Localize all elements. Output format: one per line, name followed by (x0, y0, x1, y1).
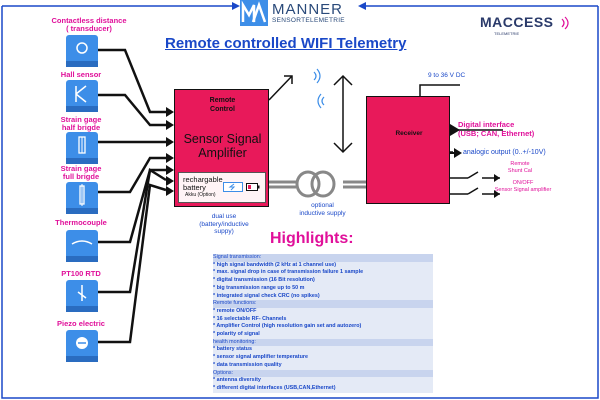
shunt-cal-line: Remote (510, 161, 530, 167)
receiver-box: Receiver (366, 96, 450, 204)
highlights-title: Highlights: (270, 230, 354, 247)
page-title: Remote controlled WIFI Telemetry (165, 35, 407, 52)
piezo-icon (66, 330, 98, 362)
onoff-label: ON/OFF Sensor Signal amplifier (478, 180, 568, 193)
amplifier-title-line: Amplifier (198, 146, 247, 160)
sensor-label-contactless: Contactless distance ( transducer) (44, 17, 134, 33)
analog-output-arrow-line (450, 148, 462, 158)
manner-brand: MANNER (272, 1, 344, 18)
inductive-caption-line: optional (311, 202, 334, 209)
sensor-label-line: ( transducer) (66, 24, 112, 33)
sensor-label-strain-full: Strain gage full brigde (56, 165, 106, 181)
analog-output-label: analogic output (0..+/-10V) (463, 149, 546, 156)
onoff-line: ON/OFF (512, 180, 534, 186)
receiver-supply: 9 to 36 V DC (428, 72, 466, 79)
highlight-row: * remote ON/OFF (213, 307, 433, 316)
sensor-label-line: Hall sensor (60, 70, 102, 79)
onoff-line: Sensor Signal amplifier (494, 186, 552, 193)
proximity-sensor-icon (66, 35, 98, 67)
amplifier-remote-control-label: Remote Control (175, 96, 270, 114)
manner-sub: SENSORTELEMETRIE (272, 17, 345, 24)
sensor-label-strain-half: Strain gage half brigde (56, 116, 106, 132)
highlight-row: * big transmission range up to 50 m (213, 284, 433, 293)
amplifier-top-line: Control (210, 106, 235, 113)
highlight-row: * max. signal drop in case of transmissi… (213, 269, 433, 278)
strain-gage-half-icon (66, 132, 98, 164)
thermocouple-icon (66, 230, 98, 262)
manner-logo-icon (240, 0, 268, 26)
highlight-row: Signal transmission: (213, 254, 433, 262)
sensor-label-line: Thermocouple (55, 218, 107, 227)
battery-box: rechargable battery Akku (Option) (178, 172, 266, 203)
highlight-row: * high signal bandwidth (2 kHz at 1 chan… (213, 261, 433, 270)
digital-interface-label: Digital interface (USB; CAN, Ethernet) (458, 120, 534, 138)
rtd-icon (66, 280, 98, 312)
sensor-label-line: Strain gage (60, 164, 102, 173)
sensor-label-pt100: PT100 RTD (56, 270, 106, 278)
highlight-row: * sensor signal amplifier temperature (213, 354, 433, 362)
hall-sensor-icon (66, 80, 98, 112)
radio-wave-icon (313, 68, 325, 109)
shunt-cal-line: Shunt Cal (507, 167, 533, 174)
maccess-logo: MACCESS TELEMETRIE (480, 14, 590, 44)
highlight-row: * polarity of signal (213, 331, 433, 339)
sensor-label-line: PT100 RTD (61, 269, 101, 278)
amplifier-caption: dual use (battery/inductive suppy) (194, 213, 254, 236)
digital-interface-line: Digital interface (458, 120, 515, 129)
highlights-list: Signal transmission: * high signal bandw… (213, 254, 433, 393)
caption-line: suppy) (214, 228, 234, 235)
maccess-sub: TELEMETRIE (494, 31, 520, 36)
highlight-row: Remote functions: (213, 300, 433, 308)
amplifier-title: Sensor Signal Amplifier (175, 132, 270, 160)
strain-gage-full-icon (66, 182, 98, 214)
amplifier-top-line: Remote (209, 97, 236, 104)
highlight-row: health monitoring: (213, 338, 433, 347)
sensor-label-piezo: Piezo electric (50, 320, 112, 328)
charging-icon (223, 182, 243, 192)
sensor-label-line: full brigde (62, 172, 100, 181)
caption-line: (battery/inductive (199, 220, 249, 228)
battery-label-line: rechargable (183, 175, 223, 184)
battery-icon (246, 183, 260, 191)
sensor-label-hall: Hall sensor (56, 71, 106, 79)
sensor-label-line: Strain gage (60, 115, 102, 124)
highlight-row: * 16 selectable RF- Channels (213, 315, 433, 324)
highlight-row: * different digital interfaces (USB,CAN,… (213, 384, 433, 393)
receiver-label: Receiver (395, 130, 423, 137)
digital-interface-line: (USB; CAN, Ethernet) (458, 129, 535, 138)
battery-option-label: Akku (Option) (185, 192, 216, 198)
wifi-signal-icon (561, 16, 569, 30)
highlight-row: * digital transmission (16 Bit resolutio… (213, 277, 433, 285)
battery-label-line: battery (183, 183, 206, 192)
highlight-row: * antenna diversity (213, 377, 433, 385)
highlight-row: * integrated signal check CRC (no spikes… (213, 292, 433, 301)
sensor-label-thermocouple: Thermocouple (50, 219, 112, 227)
sensor-label-line: Piezo electric (57, 319, 105, 328)
amplifier-title-line: Sensor Signal (183, 132, 262, 146)
switch-shunt-cal (450, 171, 500, 179)
inductive-caption-line: inductive supply (299, 209, 346, 217)
highlight-row: * Amplifier Control (high resolution gai… (213, 323, 433, 332)
highlight-row: Options: (213, 369, 433, 378)
sensor-label-line: half brigde (61, 123, 101, 132)
highlight-row: * data transmission quality (213, 361, 433, 370)
caption-line: dual use (211, 213, 237, 220)
manner-logo: MANNER SENSORTELEMETRIE (240, 0, 360, 28)
sensor-label-line: Contactless distance (51, 16, 127, 25)
shunt-cal-label: Remote Shunt Cal (500, 161, 540, 174)
battery-label: rechargable battery (183, 176, 223, 192)
highlight-row: * battery status (213, 346, 433, 355)
maccess-brand: MACCESS (480, 14, 554, 30)
inductive-caption: optional inductive supply (290, 202, 355, 217)
